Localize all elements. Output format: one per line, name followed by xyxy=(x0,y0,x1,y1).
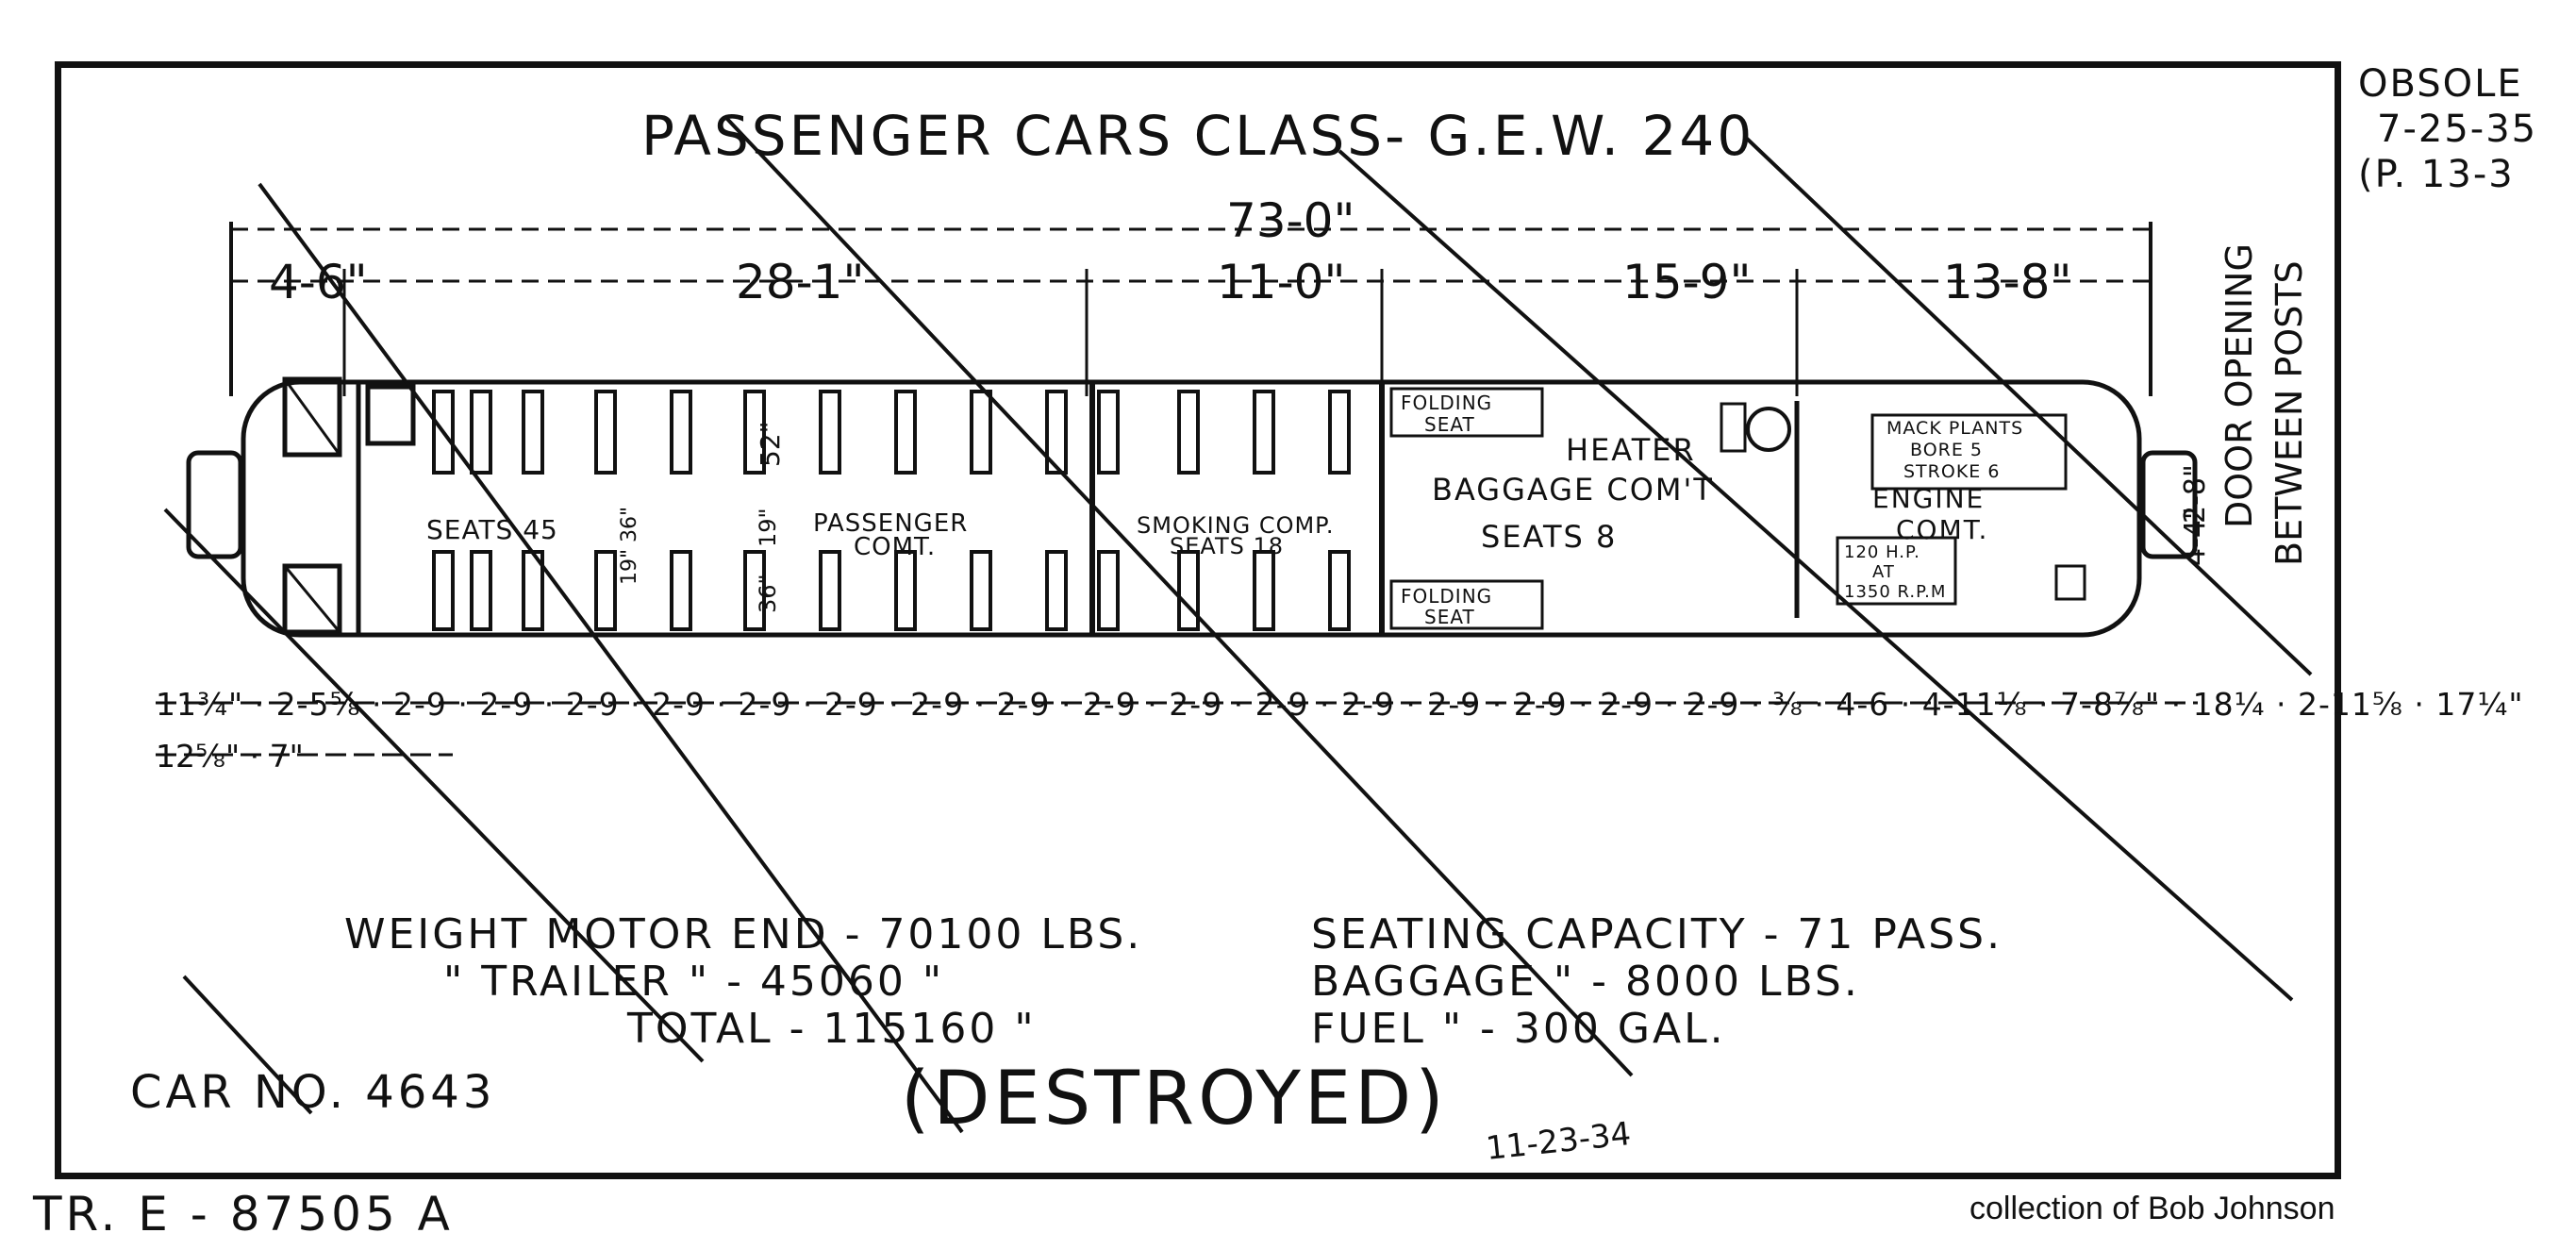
overall-length: 73-0" xyxy=(1226,193,1355,248)
aisle-36-dim: 36" xyxy=(755,574,781,613)
obsolete-note: OBSOLE 7-25-35 (P. 13-3 xyxy=(2358,61,2537,197)
hp-label-1: 120 H.P. xyxy=(1844,542,1920,562)
engine-spec-3: STROKE 6 xyxy=(1903,461,2001,482)
bottom-dimensions: 11¾" · 2-5⅝ · 2-9 · 2-9 · 2-9 · 2-9 · 2-… xyxy=(156,686,2524,723)
obsolete-line-2: 7-25-35 xyxy=(2377,108,2538,151)
heater-label: HEATER xyxy=(1566,432,1696,468)
folding-seat-top-label: FOLDING xyxy=(1401,392,1493,414)
folding-seat-bottom-label-2: SEAT xyxy=(1424,606,1475,628)
drawing-frame xyxy=(55,61,2341,1179)
passenger-comp-label: PASSENGER xyxy=(813,509,969,538)
smoking-comp-label: SMOKING COMP. xyxy=(1137,512,1335,539)
aisle-52-dim: 52" xyxy=(755,421,786,467)
engine-comp-label-2: COMT. xyxy=(1896,514,1989,545)
bottom-dimensions-2: 12⅝" · 7" xyxy=(156,738,304,775)
destroyed-label: (DESTROYED) xyxy=(901,1057,1448,1142)
engine-spec-1: MACK PLANTS xyxy=(1886,418,2024,439)
weight-total: TOTAL - 115160 " xyxy=(627,1005,1037,1053)
seating-capacity: SEATING CAPACITY - 71 PASS. xyxy=(1311,910,2003,958)
car-number: CAR NO. 4643 xyxy=(130,1066,496,1119)
passenger-comp-label-2: COMT. xyxy=(854,533,937,561)
engine-spec-2: BORE 5 xyxy=(1910,440,1983,460)
folding-seat-top-label-2: SEAT xyxy=(1424,413,1475,436)
drawing-number: TR. E - 87505 A xyxy=(33,1187,454,1242)
hp-label-3: 1350 R.P.M xyxy=(1844,582,1947,602)
seats-45-label: SEATS 45 xyxy=(426,514,558,545)
seats-8-label: SEATS 8 xyxy=(1481,519,1618,555)
weight-motor-end: WEIGHT MOTOR END - 70100 LBS. xyxy=(344,910,1143,958)
aisle-19-dim: 19" xyxy=(755,508,781,547)
seat-dim-a: 36" xyxy=(618,506,641,542)
smoking-seats-label: SEATS 18 xyxy=(1170,533,1285,559)
obsolete-line-3: (P. 13-3 xyxy=(2358,153,2515,196)
folding-seat-bottom-label: FOLDING xyxy=(1401,585,1493,608)
baggage-comp-label: BAGGAGE COM'T xyxy=(1432,472,1714,508)
obsolete-line-1: OBSOLE xyxy=(2358,62,2523,106)
diagram-title: PASSENGER CARS CLASS- G.E.W. 240 xyxy=(641,104,1755,168)
fuel-capacity: FUEL " - 300 GAL. xyxy=(1311,1005,1726,1053)
seat-dim-b: 19" xyxy=(618,548,641,585)
hp-label-2: AT xyxy=(1872,562,1895,582)
weight-trailer: " TRAILER " - 45060 " xyxy=(443,958,945,1006)
collection-credit: collection of Bob Johnson xyxy=(1969,1191,2335,1226)
engine-comp-label: ENGINE xyxy=(1872,483,1986,514)
baggage-capacity: BAGGAGE " - 8000 LBS. xyxy=(1311,958,1860,1006)
